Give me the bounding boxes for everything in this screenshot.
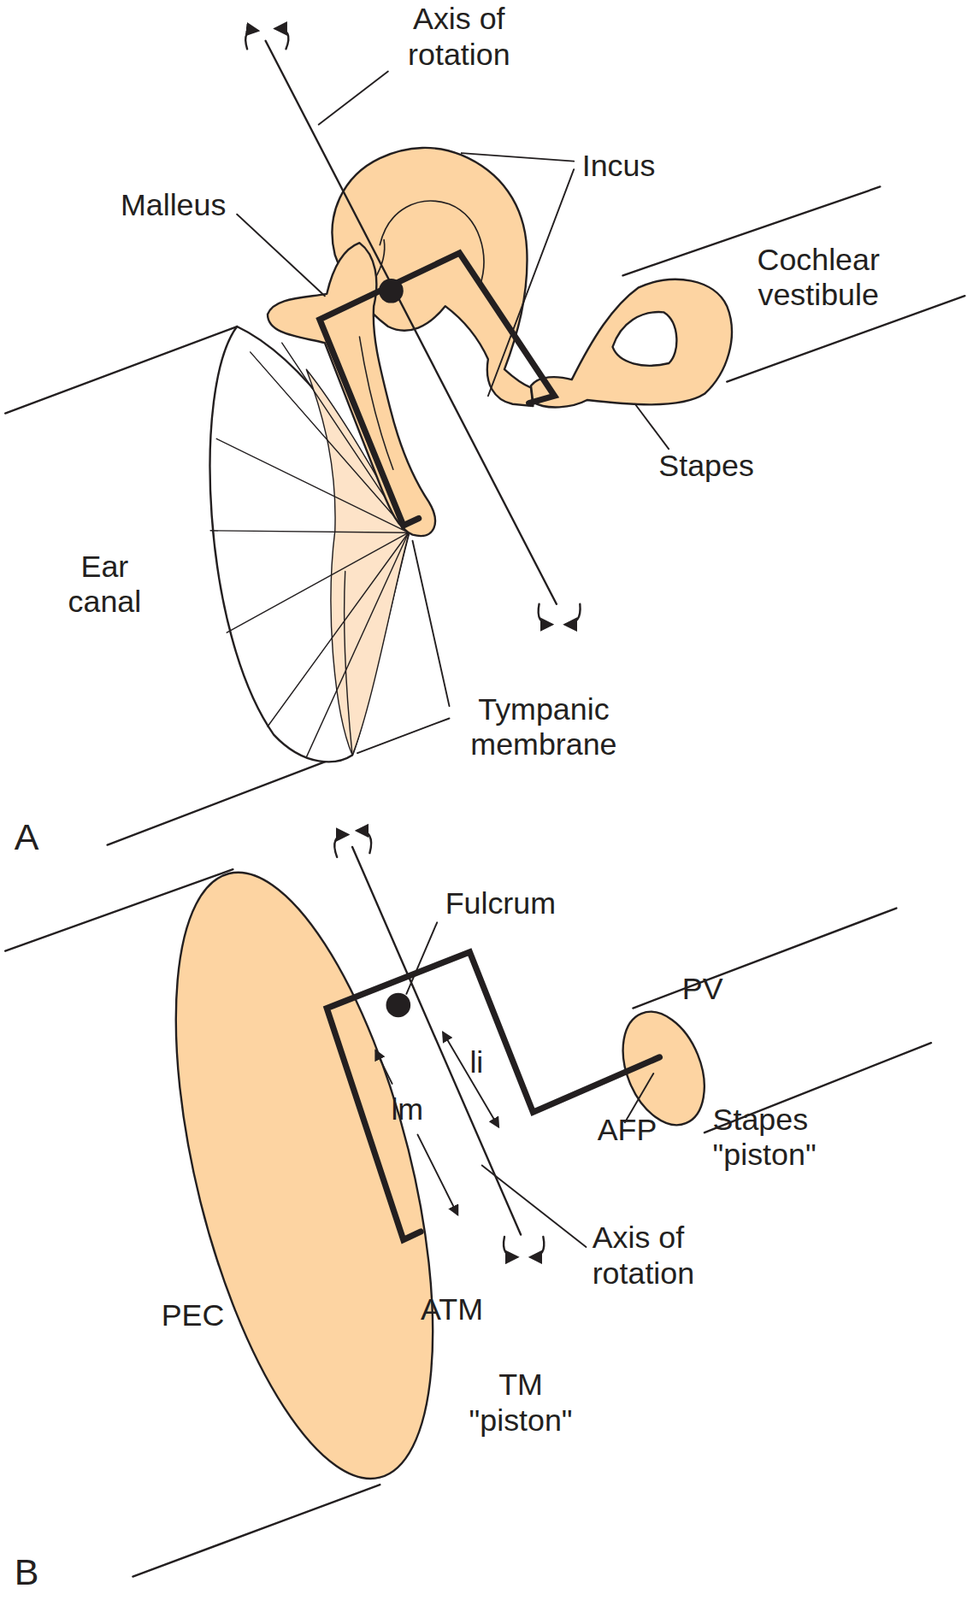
part-label: Ear canal <box>41 549 169 620</box>
part-label: TM "piston" <box>448 1367 592 1439</box>
lever <box>319 253 555 526</box>
rotation-arrow <box>245 30 258 50</box>
part-label: PV <box>682 972 724 1008</box>
fulcrum-dot <box>378 278 404 304</box>
axis-line <box>265 41 557 605</box>
leader-lines <box>406 922 654 1248</box>
leader-lines <box>236 71 669 755</box>
rotation-arrow <box>334 835 348 858</box>
part-label: A <box>14 816 40 859</box>
fulcrum-dot <box>385 993 411 1019</box>
part-label: Stapes "piston" <box>713 1102 856 1174</box>
rotation-arrow <box>357 831 372 854</box>
rotation-arrow <box>503 1237 517 1258</box>
part-label: PEC <box>161 1298 225 1334</box>
rotation-arrow <box>566 604 581 626</box>
lever <box>326 952 660 1241</box>
part-label: Tympanic membrane <box>448 692 638 763</box>
part-label: Axis of rotation <box>592 1220 767 1292</box>
rotation-arrow <box>530 1237 544 1258</box>
part-label: B <box>14 1551 40 1594</box>
part-label: Fulcrum <box>445 886 556 922</box>
part-label: lm <box>390 1092 424 1128</box>
part-label: Stapes <box>658 448 755 484</box>
tm-piston <box>124 848 484 1504</box>
dimension-arrows <box>376 1032 499 1215</box>
part-label: Incus <box>582 148 656 184</box>
part-label: AFP <box>597 1113 658 1149</box>
canal-lines <box>5 869 932 1577</box>
part-label: ATM <box>420 1292 484 1328</box>
rotation-arrow <box>538 604 552 626</box>
rotation-arrow <box>276 28 289 49</box>
part-label: Axis of rotation <box>369 1 549 72</box>
part-label: li <box>469 1045 484 1081</box>
part-label: Malleus <box>120 188 226 224</box>
stapes <box>530 279 732 408</box>
part-label: Cochlear vestibule <box>719 242 919 313</box>
